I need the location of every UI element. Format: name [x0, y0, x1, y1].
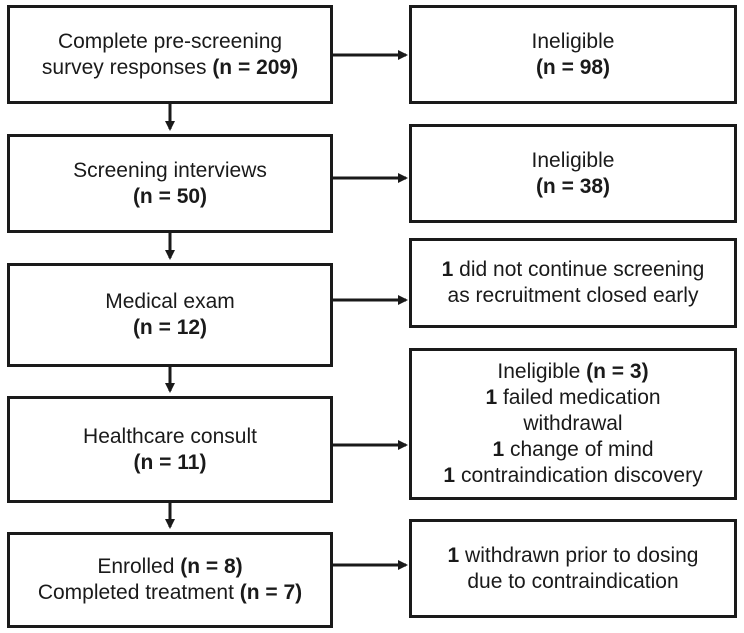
box-screening-interviews: Screening interviews (n = 50): [7, 134, 333, 233]
box-pre-screening: Complete pre-screening survey responses …: [7, 5, 333, 104]
box-ineligible-survey: Ineligible (n = 98): [409, 5, 737, 104]
box-recruitment-closed: 1 did not continue screening as recruitm…: [409, 238, 737, 328]
box-withdrawn: 1 withdrawn prior to dosing due to contr…: [409, 519, 737, 618]
box-ineligible-screening: Ineligible (n = 38): [409, 124, 737, 223]
box-medical-exam: Medical exam (n = 12): [7, 263, 333, 367]
box-healthcare-consult: Healthcare consult (n = 11): [7, 396, 333, 503]
box-enrolled: Enrolled (n = 8) Completed treatment (n …: [7, 532, 333, 628]
box-ineligible-consult: Ineligible (n = 3) 1 failed medication w…: [409, 348, 737, 500]
